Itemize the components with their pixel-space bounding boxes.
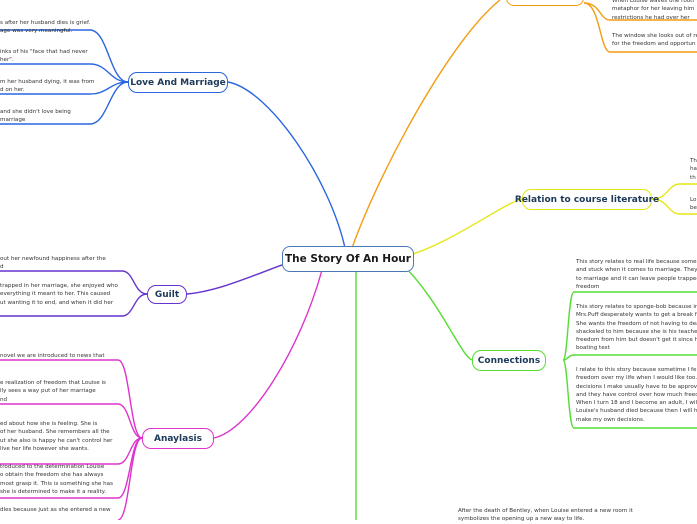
note-guilt-1: out her newfound happiness after the d — [0, 256, 106, 271]
topic-love-and-marriage[interactable]: Love And Marriage — [128, 72, 228, 93]
edge-analysis — [213, 269, 323, 439]
note-orange-2: The window she looks out of re for the f… — [612, 33, 697, 48]
note-connections-1: This story relates to real life because … — [576, 259, 697, 290]
topic-analysis[interactable]: Anaylasis — [142, 428, 214, 449]
note-guilt-2: trapped in her marriage, she enjoyed who… — [0, 283, 118, 306]
central-topic[interactable]: The Story Of An Hour — [282, 246, 414, 272]
note-connections-3: I relate to this story because sometime … — [576, 367, 697, 423]
note-orange-1: When Louise waves one rooti metaphor for… — [612, 0, 695, 21]
note-analysis-2: ed about how she is feeling. She is of h… — [0, 421, 113, 452]
note-analysis-intro: novel we are introduced to news that — [0, 353, 105, 359]
note-analysis-4: dles because just as she entered a new — [0, 507, 111, 513]
note-love-4: and she didn't love being marriage — [0, 109, 71, 124]
note-love-3: m her husband dying, it was from d on he… — [0, 79, 95, 94]
note-bottom-1: After the death of Bentley, when Louise … — [458, 508, 633, 523]
edge-orange — [351, 0, 501, 249]
note-analysis-1: e realization of freedom that Louise is … — [0, 380, 106, 403]
edge-connections — [399, 261, 473, 361]
edge-love — [227, 81, 346, 249]
note-course-2: Lo be — [690, 197, 697, 212]
topic-orange-partial[interactable] — [506, 0, 584, 6]
topic-guilt[interactable]: Guilt — [147, 285, 187, 304]
topic-connections[interactable]: Connections — [472, 350, 546, 371]
edge-course — [399, 198, 523, 259]
topic-relation-to-course-literature[interactable]: Relation to course literature — [515, 189, 659, 210]
note-love-2: inks of his "face that had never her". — [0, 49, 88, 64]
note-connections-2: This story relates to sponge-bob because… — [576, 304, 697, 352]
note-analysis-3: troduced to the determination Louise o o… — [0, 464, 113, 495]
note-course-1: Th ha th — [690, 158, 697, 181]
note-love-1: s after her husband dies is grief. age w… — [0, 20, 91, 35]
